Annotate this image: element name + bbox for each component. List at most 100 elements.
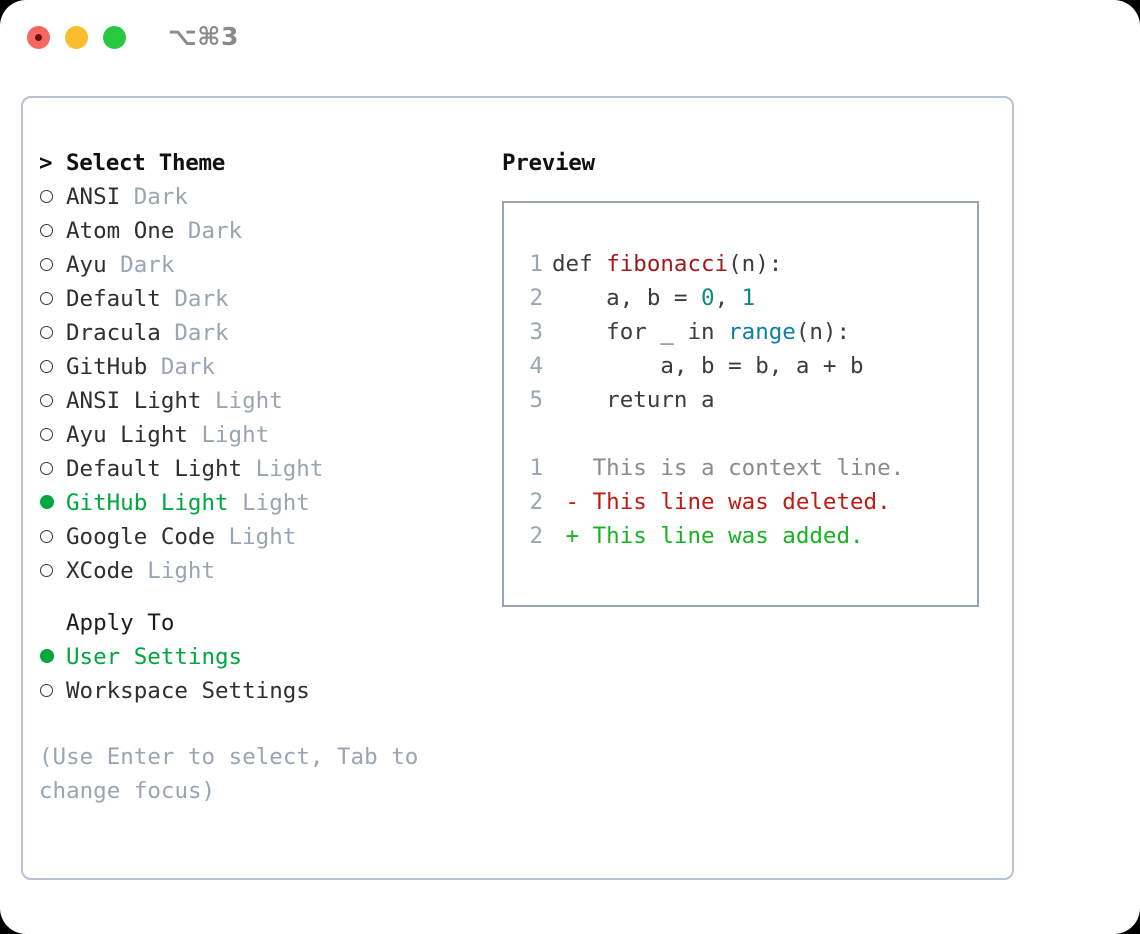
diff-line-text: This is a context line. [552,455,905,481]
theme-list-item[interactable]: GitHub Light Light [39,486,479,520]
radio-unselected-icon [40,326,53,339]
code-line-text: for _ in range(n): [552,315,850,349]
close-button[interactable] [27,26,50,49]
code-token: return a [552,387,715,413]
theme-list-item[interactable]: Ayu Dark [39,248,479,282]
spacer [504,417,977,451]
radio-marker [39,180,66,214]
select-theme-title: Select Theme [66,150,225,176]
apply-to-option-label: Workspace Settings [66,678,310,704]
code-token: range [728,319,796,345]
theme-name: GitHub [66,354,148,380]
traffic-lights [27,26,126,49]
radio-marker [39,350,66,384]
theme-list-item[interactable]: GitHub Dark [39,350,479,384]
theme-list-item[interactable]: Google Code Light [39,520,479,554]
radio-marker [39,248,66,282]
radio-unselected-icon [40,292,53,305]
diff-sample: 1 This is a context line.2 - This line w… [504,451,977,553]
apply-to-option-label: User Settings [66,644,243,670]
radio-marker [39,486,66,520]
keyboard-hint-text: (Use Enter to select, Tab to change focu… [39,744,419,804]
theme-name: XCode [66,558,134,584]
code-token: a, b = b, a + b [552,353,864,379]
code-line-text: return a [552,383,715,417]
apply-to-header: Apply To [39,606,479,640]
apply-to-option[interactable]: Workspace Settings [39,674,479,708]
code-line: 5 return a [504,383,977,417]
radio-marker [39,384,66,418]
radio-marker [39,214,66,248]
code-line: 4 a, b = b, a + b [504,349,977,383]
code-line-text: a, b = b, a + b [552,349,864,383]
line-number: 1 [529,251,543,277]
theme-list-item[interactable]: Default Dark [39,282,479,316]
radio-unselected-icon [40,564,53,577]
code-token: 0 [701,285,715,311]
line-number: 5 [529,387,543,413]
maximize-button[interactable] [103,26,126,49]
radio-selected-icon [40,649,54,663]
theme-list-item[interactable]: Atom One Dark [39,214,479,248]
theme-variant-badge: Dark [147,354,216,380]
radio-marker [39,282,66,316]
apply-to-option[interactable]: User Settings [39,640,479,674]
theme-name: GitHub Light [66,490,229,516]
theme-name: Google Code [66,524,216,550]
theme-variant-badge: Dark [174,218,243,244]
radio-unselected-icon [40,684,53,697]
theme-list-item[interactable]: Dracula Dark [39,316,479,350]
radio-selected-icon [40,495,54,509]
theme-name: Default [66,286,161,312]
radio-unselected-icon [40,190,53,203]
theme-list-item[interactable]: Ayu Light Light [39,418,479,452]
radio-unselected-icon [40,258,53,271]
title-bar: ⌥⌘3 [0,0,1140,76]
radio-unselected-icon [40,224,53,237]
radio-marker [39,418,66,452]
theme-name: Ayu Light [66,422,188,448]
code-token: for _ in [552,319,729,345]
spacer [39,708,479,738]
code-token: def [552,251,607,277]
theme-variant-badge: Light [201,388,283,414]
theme-list-item[interactable]: ANSI Light Light [39,384,479,418]
select-theme-header: > Select Theme [39,146,479,180]
code-token: (n): [795,319,851,345]
code-line-text: a, b = 0, 1 [552,281,755,315]
line-number: 2 [529,285,543,311]
minimize-button[interactable] [65,26,88,49]
line-number: 2 [529,489,543,515]
cursor-caret-icon: > [39,150,53,176]
code-line: 2 a, b = 0, 1 [504,281,977,315]
radio-marker [39,316,66,350]
theme-variant-badge: Light [242,456,324,482]
theme-list-item[interactable]: ANSI Dark [39,180,479,214]
code-token: (n): [728,251,783,277]
theme-name: Ayu [66,252,107,278]
theme-variant-badge: Dark [120,184,188,210]
theme-variant-badge: Dark [106,252,175,278]
radio-unselected-icon [40,360,53,373]
diff-line-text: - This line was deleted. [552,489,891,515]
diff-line: 2 - This line was deleted. [504,485,977,519]
radio-marker [39,640,66,674]
radio-unselected-icon [40,462,53,475]
spacer [39,588,479,606]
radio-marker [39,554,66,588]
theme-name: Atom One [66,218,175,244]
diff-line-text: + This line was added. [552,523,864,549]
theme-list-item[interactable]: Default Light Light [39,452,479,486]
code-token: , [714,285,742,311]
line-number: 2 [529,523,543,549]
diff-line: 2 + This line was added. [504,519,977,553]
theme-list-item[interactable]: XCode Light [39,554,479,588]
